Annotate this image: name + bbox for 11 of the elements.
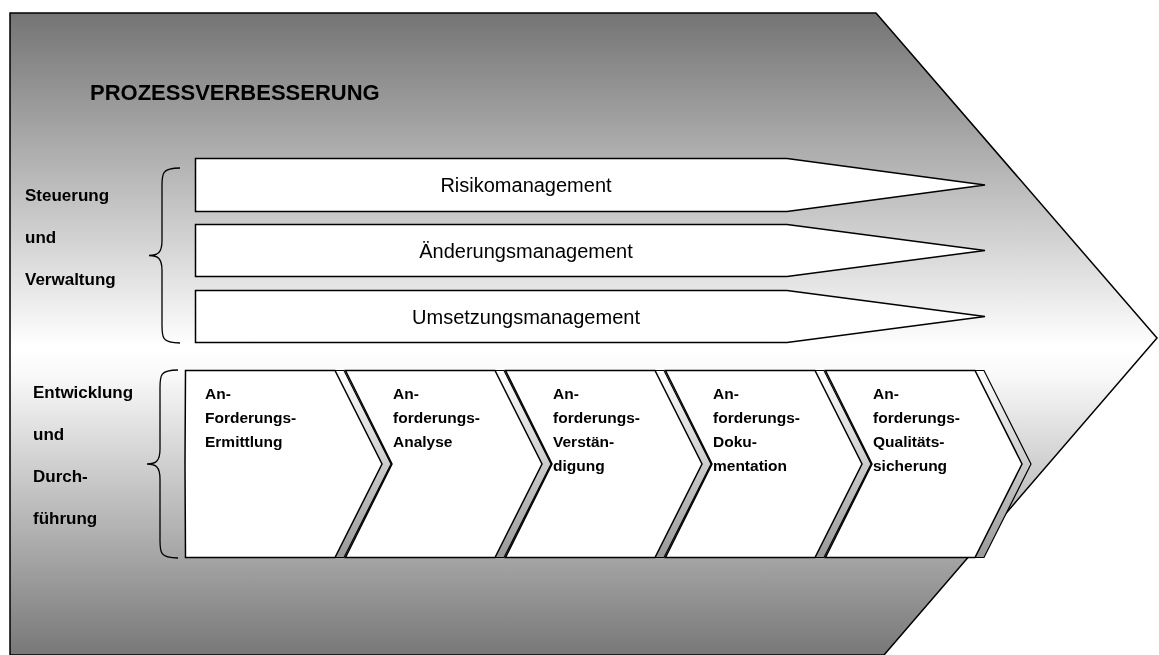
group-label: Steuerung und Verwaltung: [25, 185, 116, 291]
step-label: An- forderungs- Verstän- digung: [553, 384, 640, 476]
step-label: An- forderungs- Doku- mentation: [713, 384, 800, 476]
heading: PROZESSVERBESSERUNG: [90, 80, 380, 106]
bar-label: Änderungsmanagement: [418, 238, 634, 263]
bar-label: Risikomanagement: [439, 173, 613, 197]
group-label: Entwicklung und Durch- führung: [33, 382, 134, 530]
bar-label: Umsetzungsmanagement: [411, 304, 641, 329]
step-label: An- Forderungs- Ermittlung: [205, 384, 297, 452]
step-label: An- forderungs- Qualitäts- sicherung: [873, 384, 960, 476]
step-label: An- forderungs- Analyse: [393, 384, 480, 452]
